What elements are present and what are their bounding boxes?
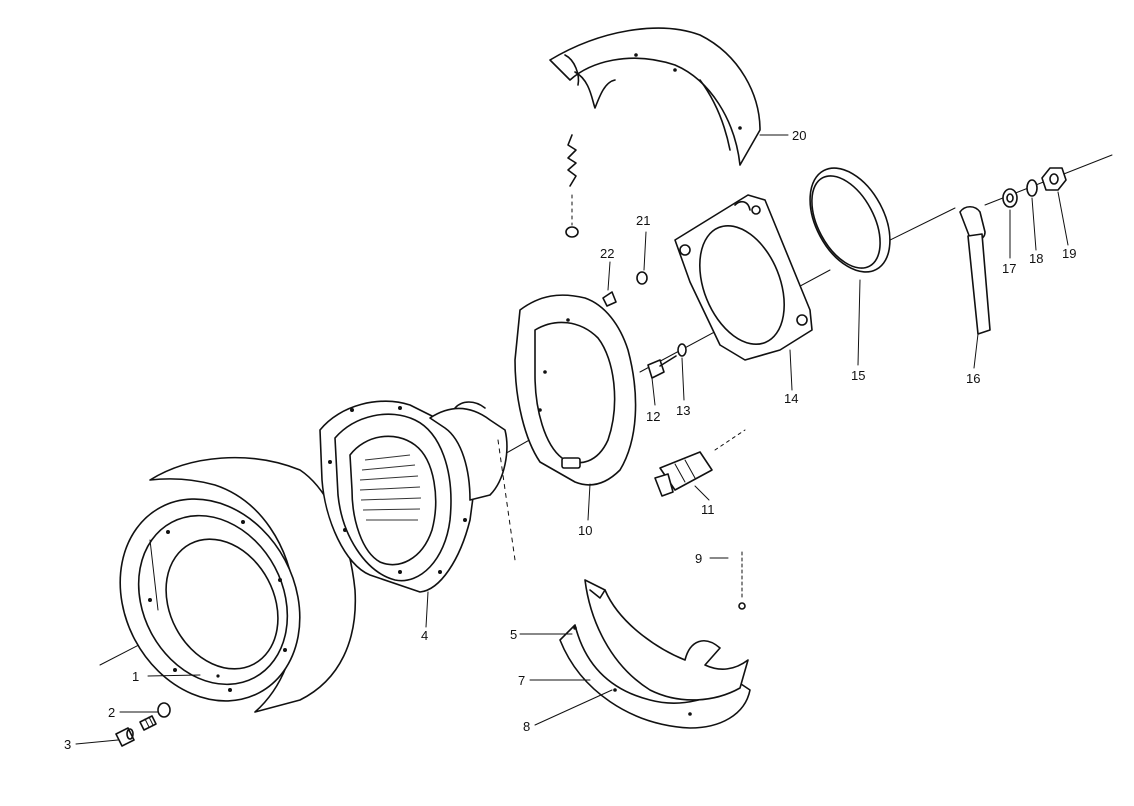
callout-5: 5 (510, 627, 517, 642)
part-wheel-stud (139, 702, 171, 731)
callout-4: 4 (421, 628, 428, 643)
callout-labels: 1 2 3 4 5 7 8 9 10 11 12 13 14 15 16 17 … (64, 128, 1076, 752)
callout-20: 20 (792, 128, 806, 143)
part-backing-plate (514, 294, 637, 486)
part-lower-brake-shoe (559, 579, 751, 729)
part-upper-brake-shoe (549, 27, 761, 166)
part-bolt-lock-washer (677, 343, 687, 357)
callout-18: 18 (1029, 251, 1043, 266)
leader-lines (75, 134, 1069, 745)
part-lock-washer (1026, 179, 1038, 197)
callout-15: 15 (851, 368, 865, 383)
part-wheel-nut (115, 727, 135, 747)
part-seal-ring (809, 167, 891, 273)
callout-22: 22 (600, 246, 614, 261)
callout-9: 9 (695, 551, 702, 566)
part-bleeder-cap (636, 271, 648, 285)
callout-8: 8 (523, 719, 530, 734)
callout-16: 16 (966, 371, 980, 386)
callout-14: 14 (784, 391, 798, 406)
callout-12: 12 (646, 409, 660, 424)
part-washer (1002, 188, 1018, 208)
part-brake-drum (119, 456, 357, 713)
part-hex-nut (1041, 167, 1067, 191)
part-bleeder-screw (602, 291, 617, 307)
part-actuating-lever (959, 205, 991, 335)
part-wheel-cylinder (654, 429, 746, 497)
callout-10: 10 (578, 523, 592, 538)
part-mounting-plate (674, 194, 813, 361)
callout-7: 7 (518, 673, 525, 688)
callout-19: 19 (1062, 246, 1076, 261)
callout-13: 13 (676, 403, 690, 418)
callout-2: 2 (108, 705, 115, 720)
part-hub-flange (319, 400, 516, 593)
callout-11: 11 (701, 502, 715, 517)
part-shoe-spring-lower (738, 551, 746, 610)
callout-21: 21 (636, 213, 650, 228)
part-shoe-spring-upper (565, 134, 579, 238)
callout-1: 1 (132, 669, 139, 684)
callout-17: 17 (1002, 261, 1016, 276)
part-mounting-bolt (647, 355, 677, 379)
callout-3: 3 (64, 737, 71, 752)
